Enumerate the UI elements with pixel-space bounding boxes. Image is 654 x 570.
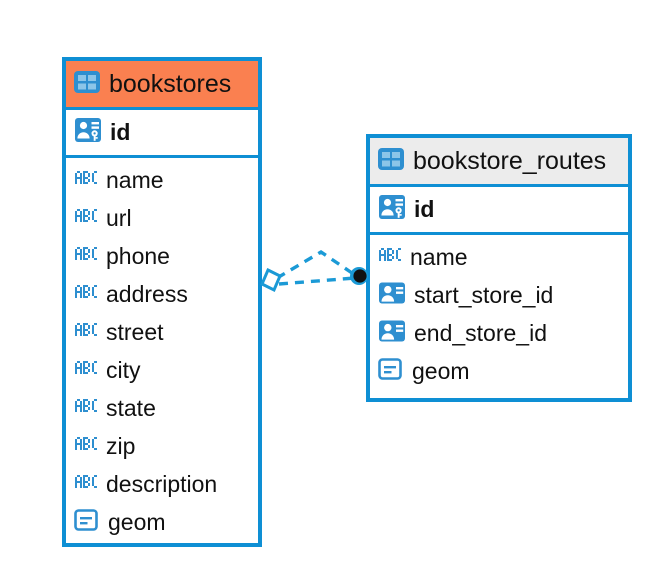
relationship-connector[interactable] [255, 240, 380, 320]
primary-key-section: id [370, 184, 628, 235]
field-row-description[interactable]: description [66, 465, 258, 503]
field-label: street [106, 318, 164, 345]
field-row-address[interactable]: address [66, 275, 258, 313]
field-list-bookstore-routes: name start_store_id [370, 235, 628, 390]
field-row-state[interactable]: state [66, 389, 258, 427]
field-row-id[interactable]: id [370, 187, 628, 232]
abc-text-icon [74, 398, 98, 419]
field-label: geom [412, 357, 470, 384]
abc-text-icon [74, 360, 98, 381]
field-label: city [106, 356, 141, 383]
field-row-geom[interactable]: geom [66, 503, 258, 541]
abc-text-icon [74, 208, 98, 229]
entity-title: bookstore_routes [413, 146, 607, 175]
field-row-name[interactable]: name [66, 161, 258, 199]
primary-key-icon [378, 193, 406, 226]
entity-header-bookstore-routes[interactable]: bookstore_routes [370, 138, 628, 184]
field-row-url[interactable]: url [66, 199, 258, 237]
diamond-marker [260, 267, 282, 293]
field-row-city[interactable]: city [66, 351, 258, 389]
abc-text-icon [74, 322, 98, 343]
field-list-bookstores: name url [66, 158, 258, 541]
field-row-start-store-id[interactable]: start_store_id [370, 276, 628, 314]
field-row-phone[interactable]: phone [66, 237, 258, 275]
abc-text-icon [74, 284, 98, 305]
abc-text-icon [378, 247, 402, 268]
abc-text-icon [74, 246, 98, 267]
field-label: phone [106, 242, 170, 269]
field-row-name[interactable]: name [370, 238, 628, 276]
entity-table-bookstores[interactable]: bookstores id [62, 57, 262, 547]
primary-key-icon [74, 116, 102, 149]
table-icon [74, 70, 100, 98]
field-row-zip[interactable]: zip [66, 427, 258, 465]
field-label: zip [106, 432, 136, 459]
field-label: id [110, 119, 131, 145]
field-row-id[interactable]: id [66, 110, 258, 155]
relationship-line-straight [278, 276, 356, 286]
field-label: start_store_id [414, 281, 554, 308]
field-label: state [106, 394, 156, 421]
field-label: address [106, 280, 188, 307]
entity-header-bookstores[interactable]: bookstores [66, 61, 258, 107]
abc-text-icon [74, 436, 98, 457]
abc-text-icon [74, 474, 98, 495]
geometry-icon [74, 508, 100, 537]
foreign-key-icon [378, 281, 406, 310]
primary-key-section: id [66, 107, 258, 158]
field-label: end_store_id [414, 319, 547, 346]
relationship-line-branch [276, 249, 356, 280]
field-row-end-store-id[interactable]: end_store_id [370, 314, 628, 352]
entity-title: bookstores [109, 69, 232, 98]
table-icon [378, 147, 404, 175]
field-label: url [106, 204, 132, 231]
field-label: name [410, 243, 468, 270]
foreign-key-icon [378, 319, 406, 348]
field-label: id [414, 196, 435, 222]
field-row-street[interactable]: street [66, 313, 258, 351]
geometry-icon [378, 357, 404, 386]
abc-text-icon [74, 170, 98, 191]
field-label: description [106, 470, 218, 497]
field-label: geom [108, 508, 166, 535]
field-label: name [106, 166, 164, 193]
field-row-geom[interactable]: geom [370, 352, 628, 390]
entity-table-bookstore-routes[interactable]: bookstore_routes id [366, 134, 632, 402]
